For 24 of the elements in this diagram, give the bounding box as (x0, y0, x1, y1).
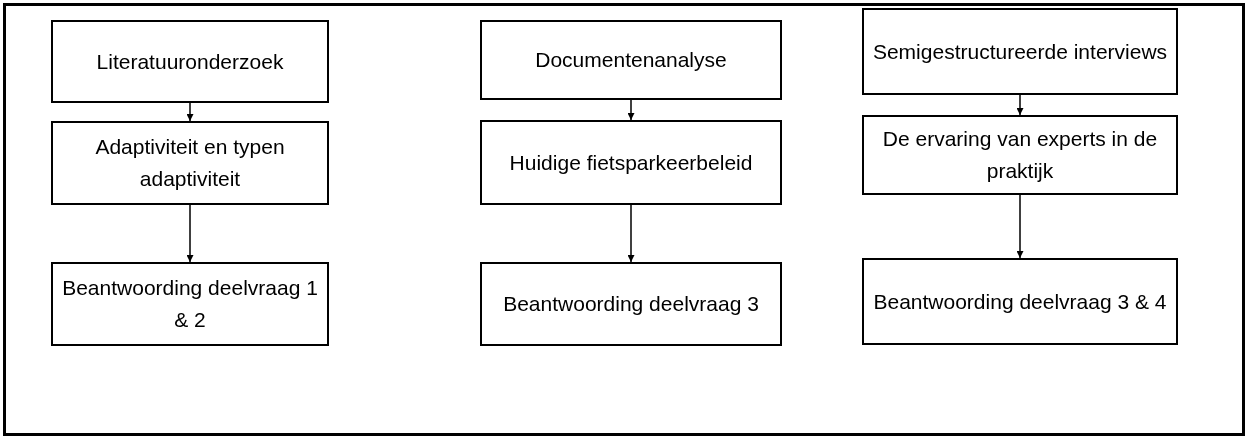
arrow (1016, 94, 1024, 116)
arrow (627, 99, 635, 121)
process-box (480, 20, 782, 100)
process-box (862, 8, 1178, 95)
box-label: Literatuuronderzoek (95, 48, 285, 75)
box-label: Beantwoording deelvraag 3 (502, 291, 760, 317)
arrow (186, 102, 194, 122)
process-box (51, 262, 329, 346)
arrow (627, 204, 635, 263)
box-label: Semigestructureerde interviews (871, 38, 1169, 65)
process-box (480, 120, 782, 205)
process-box (862, 258, 1178, 345)
process-box (51, 121, 329, 205)
arrow (186, 204, 194, 263)
box-label: Documentenanalyse (534, 47, 728, 73)
box-label: De ervaring van experts in de praktijk (881, 126, 1159, 184)
box-label: Adaptiviteit en typen adaptiviteit (94, 134, 286, 192)
process-box (51, 20, 329, 103)
process-box (862, 115, 1178, 195)
box-label: Beantwoording deelvraag 3 & 4 (872, 288, 1168, 315)
box-label: Huidige fietsparkeerbeleid (508, 149, 754, 176)
arrow (1016, 194, 1024, 259)
box-label: Beantwoording deelvraag 1 & 2 (61, 275, 319, 333)
process-box (480, 262, 782, 346)
